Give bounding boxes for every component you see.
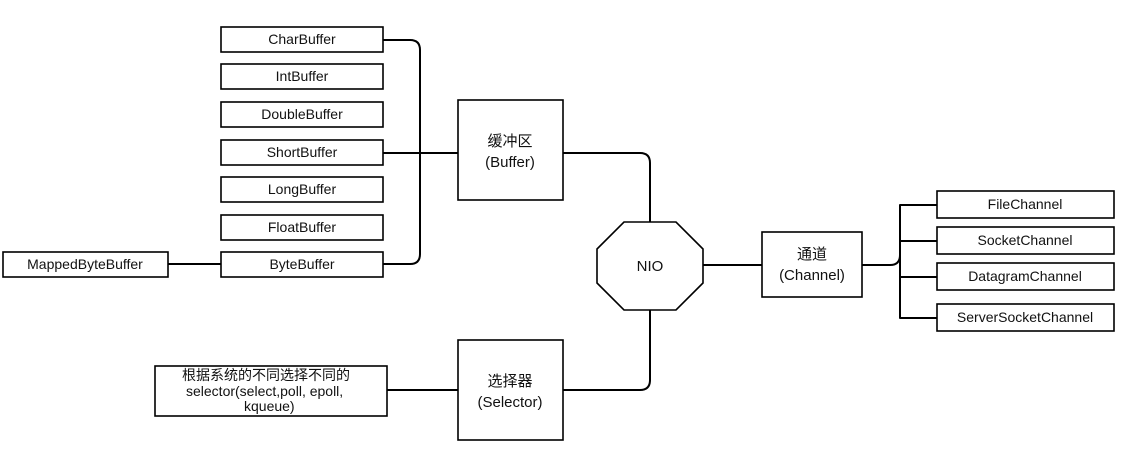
buffer-label-charbuffer: CharBuffer [268,31,336,47]
channel-item-socketchannel: SocketChannel [936,226,1115,255]
mapped-byte-buffer-box: MappedByteBuffer [2,251,169,278]
channel-label-socketchannel: SocketChannel [978,232,1073,248]
nio-node: NIO [596,221,704,311]
selector-node: 选择器 (Selector) [457,339,564,441]
buffer-label-bytebuffer: ByteBuffer [269,256,334,272]
channel-types-bracket [861,204,938,319]
channel-item-datagramchannel: DatagramChannel [936,262,1115,291]
buffer-item-bytebuffer: ByteBuffer [220,251,384,278]
buffer-item-charbuffer: CharBuffer [220,26,384,53]
channel-label-filechannel: FileChannel [988,196,1063,212]
buffer-item-doublebuffer: DoubleBuffer [220,101,384,128]
channel-node: 通道 (Channel) [761,231,863,298]
selector-node-title: 选择器 [487,373,532,390]
buffer-label-intbuffer: IntBuffer [276,68,329,84]
buffer-item-longbuffer: LongBuffer [220,176,384,203]
buffer-item-shortbuffer: ShortBuffer [220,139,384,166]
buffer-label-longbuffer: LongBuffer [268,181,337,197]
selector-node-subtitle: (Selector) [477,394,542,411]
buffer-node-title: 缓冲区 [487,133,532,150]
selector-note-line1: 根据系统的不同选择不同的 [182,367,350,383]
edge-nio-to-selector [562,309,651,391]
channel-bracket-top-curve [889,254,901,266]
channel-label-datagramchannel: DatagramChannel [968,268,1082,284]
buffer-item-floatbuffer: FloatBuffer [220,214,384,241]
selector-note-box: 根据系统的不同选择不同的 selector(select,poll, epoll… [154,365,388,417]
buffer-node-subtitle: (Buffer) [485,154,535,171]
buffer-label-shortbuffer: ShortBuffer [267,144,338,160]
buffer-label-floatbuffer: FloatBuffer [268,219,337,235]
mapped-byte-buffer-label: MappedByteBuffer [27,256,143,272]
channel-item-serversocketchannel: ServerSocketChannel [936,303,1115,332]
channel-label-serversocketchannel: ServerSocketChannel [957,309,1093,325]
buffer-label-doublebuffer: DoubleBuffer [261,106,343,122]
edge-buffer-to-nio [562,152,651,223]
channel-item-filechannel: FileChannel [936,190,1115,219]
buffer-item-intbuffer: IntBuffer [220,63,384,90]
selector-note-line2: selector(select,poll, epoll, [186,383,343,399]
channel-node-title: 通道 [797,246,827,263]
selector-note-line3: kqueue) [244,398,295,414]
channel-node-subtitle: (Channel) [779,267,845,284]
buffer-node: 缓冲区 (Buffer) [457,99,564,201]
nio-label: NIO [637,258,664,275]
